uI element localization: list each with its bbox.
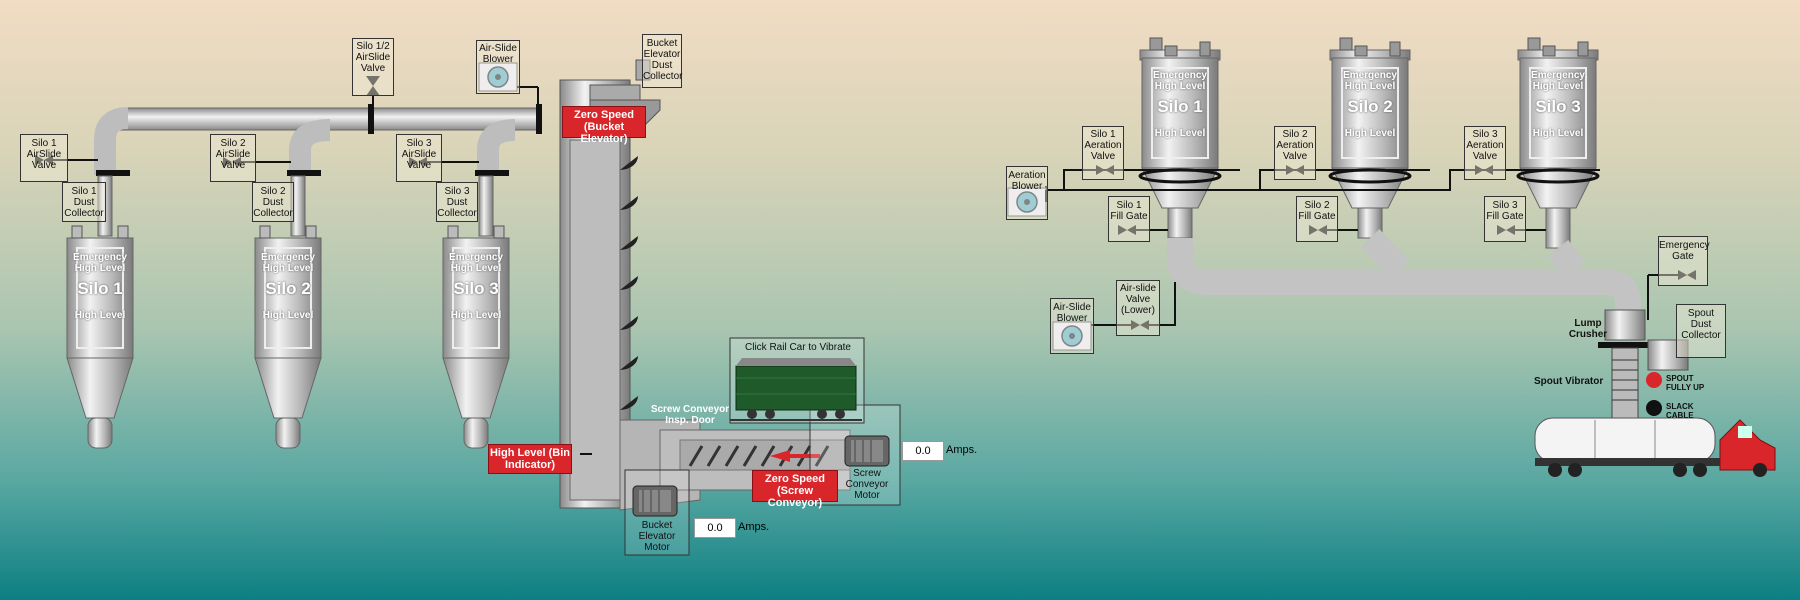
spout-fully-up-indicator xyxy=(1646,372,1662,388)
screw-conveyor-motor-label: Screw Conveyor Motor xyxy=(845,468,889,501)
amps-value: 0.0 xyxy=(694,518,736,538)
high-level-label: High Level xyxy=(1344,128,1396,139)
silo-3-fill-gate-button[interactable]: Silo 3 Fill Gate xyxy=(1484,196,1526,242)
emergency-high-level-label: Emergency High Level xyxy=(449,252,503,274)
left-silo-3-label: Emergency High Level Silo 3 High Level xyxy=(446,252,506,321)
amps-unit: Amps. xyxy=(738,521,770,533)
high-level-label: High Level xyxy=(1154,128,1206,139)
silo-1-airslide-valve-button[interactable]: Silo 1 AirSlide Valve xyxy=(20,134,68,182)
right-silo-2-label: Emergency High Level Silo 2 High Level xyxy=(1332,70,1408,139)
amps-value: 0.0 xyxy=(902,441,944,461)
zero-speed-bucket-elevator-alarm: Zero Speed (Bucket Elevator) xyxy=(562,106,646,145)
emergency-high-level-label: Emergency High Level xyxy=(1531,70,1585,92)
silo-2-airslide-valve-button[interactable]: Silo 2 AirSlide Valve xyxy=(210,134,256,182)
spout-vibrator-label: Spout Vibrator xyxy=(1534,376,1604,387)
silo-1-aeration-valve-button[interactable]: Silo 1 Aeration Valve xyxy=(1082,126,1124,180)
bucket-elevator-amps: 0.0 Amps. xyxy=(694,518,774,538)
air-slide-blower-button[interactable]: Air-Slide Blower xyxy=(1050,298,1094,354)
emergency-high-level-label: Emergency High Level xyxy=(1153,70,1207,92)
high-level-label: High Level xyxy=(262,310,314,321)
silo-3-dust-collector-button[interactable]: Silo 3 Dust Collector xyxy=(436,182,478,222)
high-level-label: High Level xyxy=(450,310,502,321)
zero-speed-screw-conveyor-alarm: Zero Speed (Screw Conveyor) xyxy=(752,470,838,509)
silo-3-airslide-valve-button[interactable]: Silo 3 AirSlide Valve xyxy=(396,134,442,182)
screw-motor-icon xyxy=(844,435,890,467)
left-silo-2-label: Emergency High Level Silo 2 High Level xyxy=(258,252,318,321)
silo-3-aeration-valve-button[interactable]: Silo 3 Aeration Valve xyxy=(1464,126,1506,180)
lump-crusher-label: Lump Crusher xyxy=(1568,318,1608,340)
amps-unit: Amps. xyxy=(946,444,978,456)
silo-name: Silo 2 xyxy=(265,279,311,298)
silo-name: Silo 1 xyxy=(77,279,123,298)
high-level-bin-indicator-alarm: High Level (Bin Indicator) xyxy=(488,444,572,474)
rail-car-label[interactable]: Click Rail Car to Vibrate xyxy=(745,342,851,353)
spout-dust-collector-button[interactable]: Spout Dust Collector xyxy=(1676,304,1726,358)
silo-name: Silo 2 xyxy=(1347,97,1393,116)
right-silo-3-label: Emergency High Level Silo 3 High Level xyxy=(1520,70,1596,139)
high-level-label: High Level xyxy=(74,310,126,321)
air-slide-valve-lower-button[interactable]: Air-slide Valve (Lower) xyxy=(1116,280,1160,336)
silo-name: Silo 1 xyxy=(1157,97,1203,116)
silo-1-dust-collector-button[interactable]: Silo 1 Dust Collector xyxy=(62,182,106,222)
silo-2-fill-gate-button[interactable]: Silo 2 Fill Gate xyxy=(1296,196,1338,242)
emergency-high-level-label: Emergency High Level xyxy=(261,252,315,274)
silo-2-dust-collector-button[interactable]: Silo 2 Dust Collector xyxy=(252,182,294,222)
rail-car[interactable] xyxy=(730,358,862,421)
screw-conveyor-amps: 0.0 Amps. xyxy=(902,441,982,461)
screw-conveyor-insp-door-label[interactable]: Screw Conveyor Insp. Door xyxy=(650,404,730,426)
spout-fully-up-label: SPOUT FULLY UP xyxy=(1666,374,1705,392)
bucket-elevator-dust-collector-button[interactable]: Bucket Elevator Dust Collector xyxy=(642,34,682,88)
emergency-gate-button[interactable]: Emergency Gate xyxy=(1658,236,1710,286)
slack-cable-label: SLACK CABLE xyxy=(1666,402,1694,420)
silo-name: Silo 3 xyxy=(1535,97,1581,116)
aeration-blower-button[interactable]: Aeration Blower xyxy=(1006,166,1048,220)
emergency-high-level-label: Emergency High Level xyxy=(73,252,127,274)
silo-1-2-airslide-valve-button[interactable]: Silo 1/2 AirSlide Valve xyxy=(352,38,394,96)
bucket-elevator-motor-label: Bucket Elevator Motor xyxy=(638,520,676,553)
slack-cable-indicator xyxy=(1646,400,1662,416)
high-level-label: High Level xyxy=(1532,128,1584,139)
silo-1-fill-gate-button[interactable]: Silo 1 Fill Gate xyxy=(1108,196,1150,242)
right-silo-1-label: Emergency High Level Silo 1 High Level xyxy=(1142,70,1218,139)
left-silo-1-label: Emergency High Level Silo 1 High Level xyxy=(70,252,130,321)
tanker-truck xyxy=(1534,417,1776,477)
silo-name: Silo 3 xyxy=(453,279,499,298)
bucket-motor-icon xyxy=(632,485,678,517)
silo-2-aeration-valve-button[interactable]: Silo 2 Aeration Valve xyxy=(1274,126,1316,180)
airslide-blower-button[interactable]: Air-Slide Blower xyxy=(476,40,520,94)
emergency-high-level-label: Emergency High Level xyxy=(1343,70,1397,92)
